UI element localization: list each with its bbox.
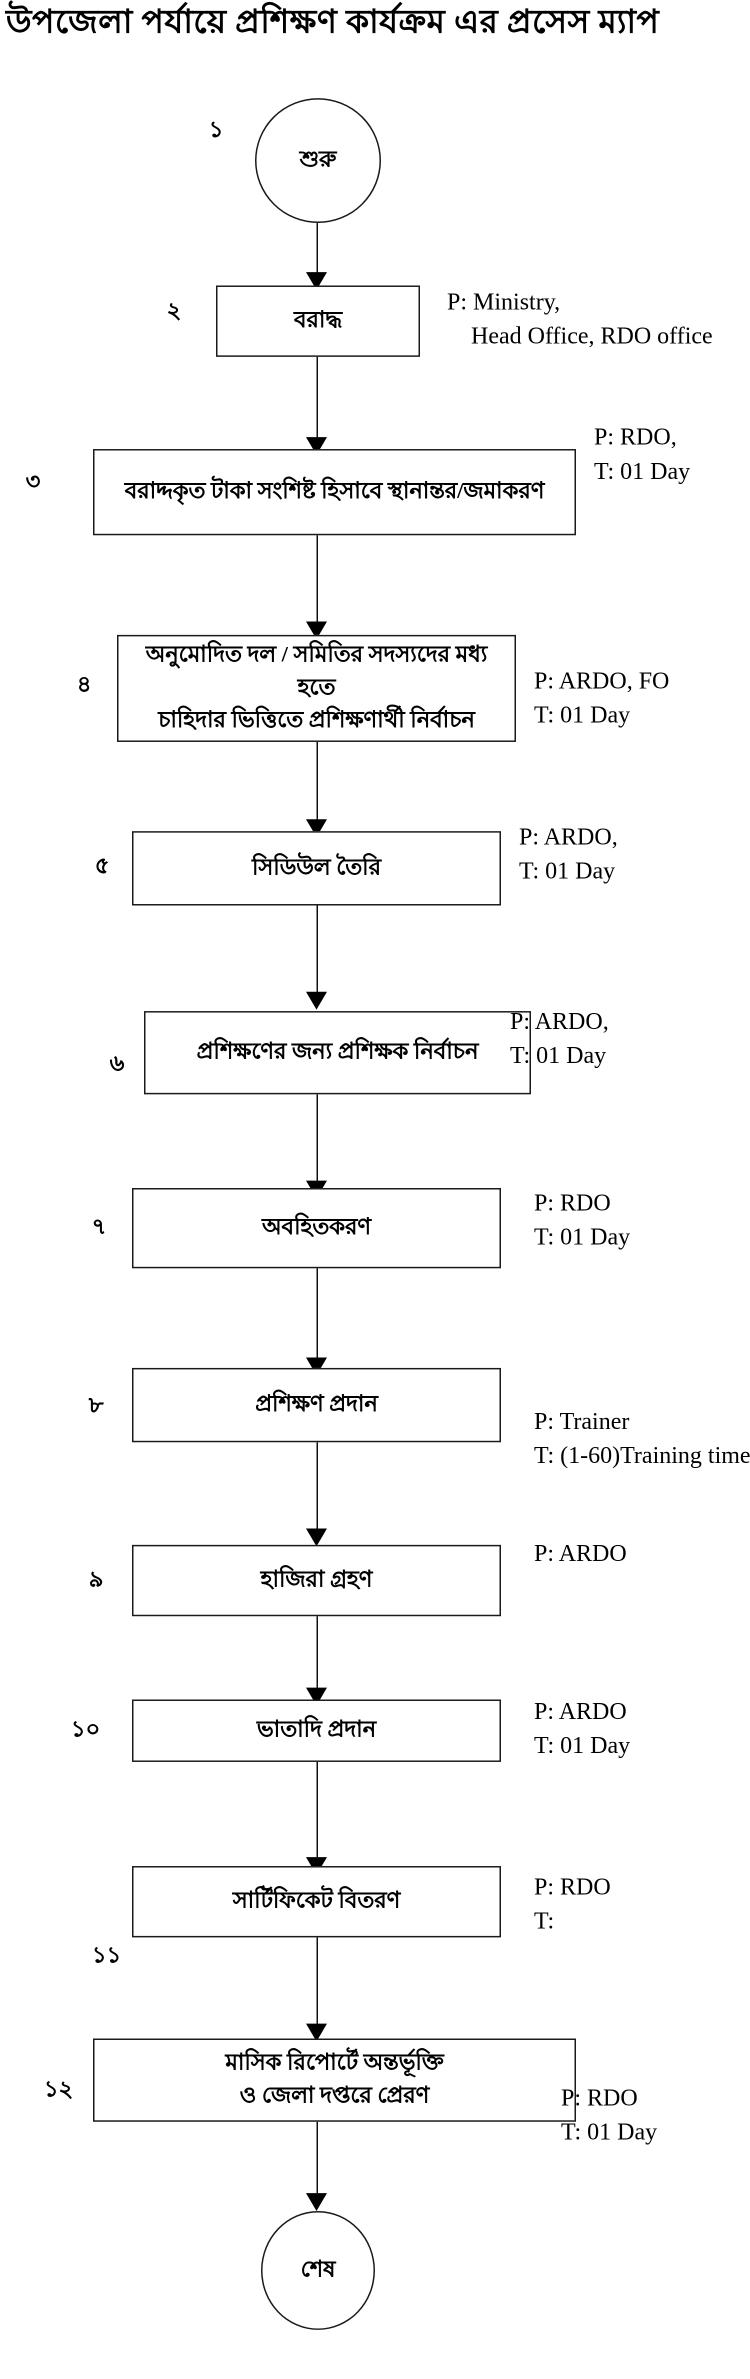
step-number-4: ৪ (76, 673, 92, 698)
arrowhead-5-to-6 (306, 991, 327, 1010)
annotation-5-line-2: T: 01 Day (519, 859, 616, 885)
process-node-12-line-1: মাসিক রিপোর্টে অন্তর্ভূক্তি (225, 2051, 444, 2076)
step-number-3: ৩ (25, 471, 41, 496)
step-number-6: ৬ (109, 1052, 125, 1077)
end-node[interactable]: শেষ (261, 2210, 375, 2330)
connector-10-to-11 (316, 1761, 318, 1864)
annotation-7-line-2: T: 01 Day (534, 1225, 631, 1251)
annotation-6-line-2: T: 01 Day (510, 1043, 607, 1070)
connector-start-to-2 (316, 223, 318, 277)
annotation-3-line-2: T: 01 Day (594, 459, 691, 485)
connector-12-to-end (316, 2121, 318, 2200)
page-title: উপজেলা পর্যায়ে প্রশিক্ষণ কার্যক্রম এর প… (6, 2, 660, 41)
process-node-12-line-2: ও জেলা দপ্তরে প্রেরণ (239, 2084, 430, 2109)
connector-11-to-12 (316, 1937, 318, 2030)
process-node-9[interactable]: হাজিরা গ্রহণ (132, 1544, 501, 1617)
annotation-10: P: ARDO T: 01 Day (534, 1695, 630, 1763)
annotation-12-line-1: P: RDO (561, 2086, 638, 2112)
connector-7-to-8 (316, 1268, 318, 1364)
annotation-11: P: RDO T: (534, 1870, 611, 1938)
process-node-4-line-1: অনুমোদিত দল / সমিতির সদস্যদের মধ্য হতে (145, 643, 488, 701)
annotation-4-line-2: T: 01 Day (534, 703, 631, 729)
connector-9-to-10 (316, 1616, 318, 1694)
annotation-8-line-2: T: (1-60)Training time (534, 1443, 750, 1470)
annotation-8: P: Trainer T: (1-60)Training time (534, 1405, 750, 1473)
connector-3-to-4 (316, 535, 318, 628)
connector-5-to-6 (316, 905, 318, 998)
process-node-10[interactable]: ভাতাদি প্রদান (132, 1699, 501, 1762)
process-node-8[interactable]: প্রশিক্ষণ প্রদান (132, 1367, 501, 1443)
step-number-10: ১০ (70, 1718, 101, 1743)
annotation-10-line-2: T: 01 Day (534, 1733, 631, 1759)
connector-6-to-7 (316, 1094, 318, 1187)
annotation-5-line-1: P: ARDO, (519, 825, 618, 851)
connector-8-to-9 (316, 1442, 318, 1535)
start-node[interactable]: শুরু (255, 98, 381, 224)
annotation-4-line-1: P: ARDO, FO (534, 669, 670, 695)
process-node-12[interactable]: মাসিক রিপোর্টে অন্তর্ভূক্তি ও জেলা দপ্তর… (93, 2038, 576, 2122)
annotation-10-line-1: P: ARDO (534, 1699, 627, 1725)
annotation-3: P: RDO, T: 01 Day (594, 421, 690, 489)
step-number-11: ১১ (91, 1944, 122, 1969)
annotation-3-line-1: P: RDO, (594, 425, 677, 451)
annotation-2-line-1: P: Ministry, (447, 289, 561, 316)
step-number-9: ৯ (88, 1568, 104, 1593)
process-node-6[interactable]: প্রশিক্ষণের জন্য প্রশিক্ষক নির্বাচন (144, 1011, 531, 1095)
arrowhead-8-to-9 (306, 1528, 327, 1547)
annotation-9-line-1: P: ARDO (534, 1541, 627, 1568)
step-number-7: ৭ (91, 1216, 107, 1241)
step-number-12: ১২ (43, 2078, 74, 2103)
connector-4-to-5 (316, 741, 318, 826)
annotation-6: P: ARDO, T: 01 Day (510, 1005, 609, 1073)
step-number-8: ৮ (88, 1394, 104, 1419)
step-number-2: ২ (166, 300, 182, 325)
annotation-2: P: Ministry, Head Office, RDO office (447, 285, 713, 353)
annotation-7: P: RDO T: 01 Day (534, 1187, 630, 1255)
process-node-4[interactable]: অনুমোদিত দল / সমিতির সদস্যদের মধ্য হতে চ… (117, 634, 516, 742)
process-node-7[interactable]: অবহিতকরণ (132, 1188, 501, 1269)
process-node-2[interactable]: বরাদ্ধ (216, 285, 420, 357)
step-number-1: ১ (208, 118, 224, 143)
annotation-12: P: RDO T: 01 Day (561, 2082, 657, 2150)
annotation-9: P: ARDO (534, 1537, 627, 1571)
connector-2-to-3 (316, 356, 318, 444)
step-number-5: ৫ (94, 854, 110, 879)
annotation-6-line-1: P: ARDO, (510, 1009, 609, 1035)
process-node-3[interactable]: বরাদ্দকৃত টাকা সংশিষ্ট হিসাবে স্থানান্তর… (93, 449, 576, 536)
annotation-2-line-2: Head Office, RDO office (471, 324, 713, 350)
annotation-11-line-2: T: (534, 1909, 555, 1935)
process-node-11[interactable]: সার্টিফিকেট বিতরণ (132, 1866, 501, 1938)
annotation-11-line-1: P: RDO (534, 1874, 611, 1901)
arrowhead-11-to-12 (306, 2023, 327, 2042)
process-node-5[interactable]: সিডিউল তৈরি (132, 831, 501, 906)
arrowhead-12-to-end (306, 2193, 327, 2211)
annotation-7-line-1: P: RDO (534, 1190, 611, 1217)
annotation-5: P: ARDO, T: 01 Day (519, 821, 618, 889)
process-node-4-line-2: চাহিদার ভিত্তিতে প্রশিক্ষণার্থী নির্বাচন (158, 709, 475, 734)
annotation-4: P: ARDO, FO T: 01 Day (534, 665, 669, 733)
annotation-8-line-1: P: Trainer (534, 1409, 630, 1435)
annotation-12-line-2: T: 01 Day (561, 2120, 658, 2146)
